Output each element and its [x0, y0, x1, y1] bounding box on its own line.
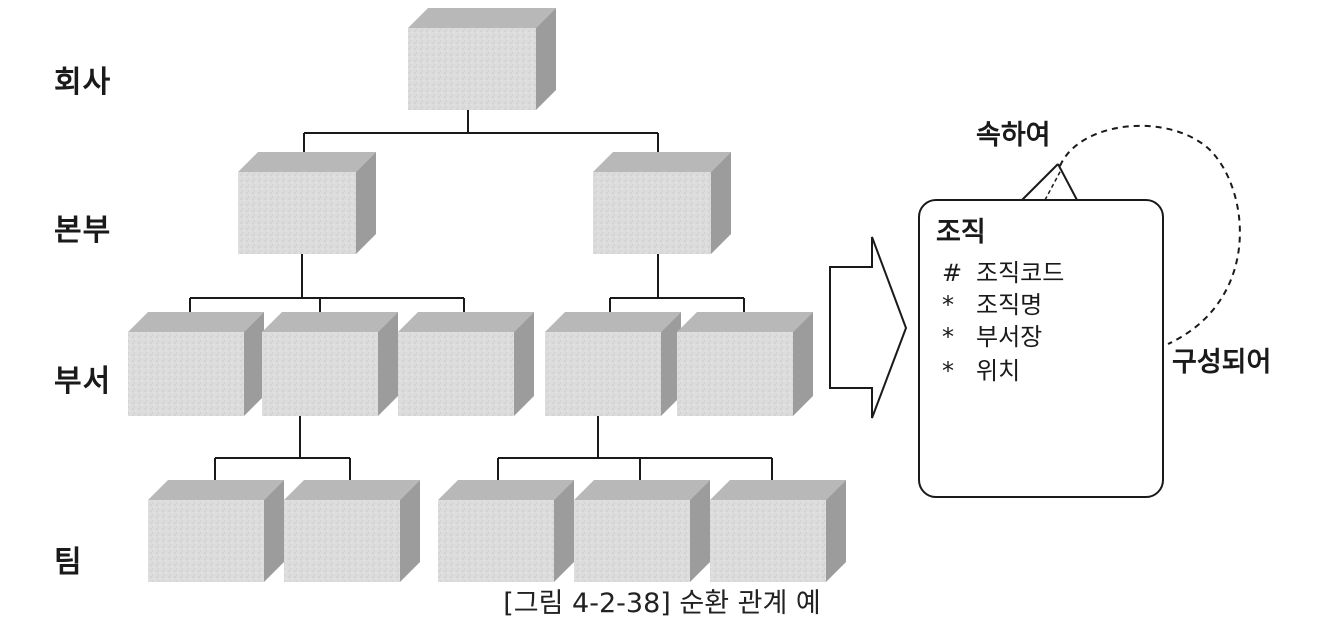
org-box-side: [264, 480, 284, 582]
crow-foot-right: [1057, 163, 1078, 201]
org-box-front: [710, 500, 826, 582]
org-box: [677, 312, 813, 416]
org-box-top: [284, 480, 420, 500]
org-box-front: [148, 500, 264, 582]
attribute-name: 조직명: [976, 291, 1043, 319]
org-box-side: [826, 480, 846, 582]
org-box: [438, 480, 574, 582]
org-box-side: [536, 8, 556, 110]
figure-caption: [그림 4-2-38] 순환 관계 예: [503, 588, 821, 619]
org-box-side: [514, 312, 534, 416]
org-box: [408, 8, 556, 110]
org-box-side: [711, 152, 731, 254]
org-box-top: [677, 312, 813, 332]
recursive-loop-line: [1059, 124, 1241, 345]
org-box: [574, 480, 710, 582]
org-box-top: [398, 312, 534, 332]
entity-name: 조직: [936, 217, 986, 248]
level-label-company: 회사: [54, 65, 112, 100]
org-box-top: [148, 480, 284, 500]
attribute-name: 조직코드: [976, 259, 1065, 287]
attribute-identifier-symbol: #: [942, 259, 963, 287]
org-box-top: [128, 312, 264, 332]
attribute-mandatory-symbol: *: [942, 323, 954, 351]
org-box-front: [128, 332, 244, 416]
org-box: [128, 312, 264, 416]
org-box-front: [262, 332, 378, 416]
relationship-label-belongs: 속하여: [976, 120, 1051, 151]
org-box-side: [244, 312, 264, 416]
org-box-side: [356, 152, 376, 254]
org-box: [238, 152, 376, 254]
org-box-front: [677, 332, 793, 416]
org-box: [593, 152, 731, 254]
org-box-front: [284, 500, 400, 582]
org-box: [545, 312, 681, 416]
attribute-name: 부서장: [976, 323, 1043, 351]
org-boxes: [128, 8, 846, 582]
org-box-top: [574, 480, 710, 500]
org-box-front: [398, 332, 514, 416]
entity-box: 조직 # 조직코드 * 조직명 * 부서장 * 위치: [918, 199, 1164, 498]
org-box-front: [593, 172, 711, 254]
org-box-front: [545, 332, 661, 416]
attribute-mandatory-symbol: *: [942, 291, 954, 319]
org-box-front: [438, 500, 554, 582]
org-box: [262, 312, 398, 416]
attribute-mandatory-symbol: *: [942, 357, 954, 385]
org-box: [284, 480, 420, 582]
org-box: [710, 480, 846, 582]
transform-arrow: [829, 236, 908, 419]
level-label-division: 본부: [54, 213, 112, 248]
recursive-relationship: [1021, 124, 1241, 345]
relationship-label-composed: 구성되어: [1172, 347, 1272, 378]
entity-attribute: * 부서장: [942, 325, 1042, 349]
org-box-top: [438, 480, 574, 500]
org-box-side: [400, 480, 420, 582]
org-box: [398, 312, 534, 416]
org-box-top: [710, 480, 846, 500]
org-box: [148, 480, 284, 582]
org-box-front: [408, 28, 536, 110]
org-box-front: [238, 172, 356, 254]
entity-attribute: * 조직명: [942, 293, 1042, 317]
entity-attribute: # 조직코드: [942, 261, 1064, 285]
org-box-side: [690, 480, 710, 582]
optional-dash: [1044, 169, 1062, 201]
org-box-top: [545, 312, 681, 332]
level-label-department: 부서: [54, 364, 112, 399]
org-box-top: [238, 152, 376, 172]
org-box-top: [408, 8, 556, 28]
org-box-side: [378, 312, 398, 416]
transform-arrow-shape: [829, 236, 908, 419]
attribute-name: 위치: [976, 357, 1021, 385]
entity-attribute: * 위치: [942, 359, 1020, 383]
level-label-team: 팀: [54, 545, 83, 580]
org-box-front: [574, 500, 690, 582]
org-box-top: [262, 312, 398, 332]
org-box-side: [554, 480, 574, 582]
org-box-top: [593, 152, 731, 172]
crow-foot-left: [1021, 163, 1059, 201]
org-box-side: [793, 312, 813, 416]
org-box-side: [661, 312, 681, 416]
